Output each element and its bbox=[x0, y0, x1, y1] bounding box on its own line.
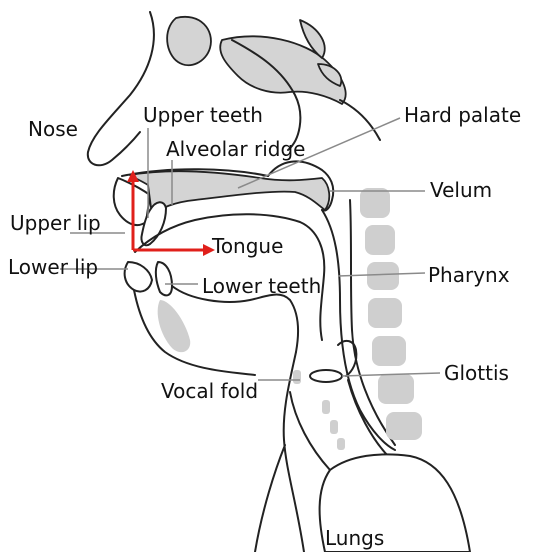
label-upper-teeth: Upper teeth bbox=[143, 103, 263, 127]
label-hard-palate: Hard palate bbox=[404, 103, 521, 127]
label-alveolar-ridge: Alveolar ridge bbox=[166, 137, 305, 161]
label-glottis: Glottis bbox=[444, 361, 509, 385]
glottis-shape bbox=[310, 370, 342, 382]
label-tongue: Tongue bbox=[211, 234, 283, 258]
label-lungs: Lungs bbox=[325, 526, 384, 550]
label-lower-lip: Lower lip bbox=[8, 255, 98, 279]
label-nose: Nose bbox=[28, 117, 78, 141]
label-velum: Velum bbox=[430, 178, 492, 202]
oral-cavity bbox=[114, 161, 334, 375]
label-pharynx: Pharynx bbox=[428, 263, 510, 287]
label-upper-lip: Upper lip bbox=[10, 211, 101, 235]
label-lower-teeth: Lower teeth bbox=[202, 274, 321, 298]
label-vocal-fold: Vocal fold bbox=[161, 379, 258, 403]
